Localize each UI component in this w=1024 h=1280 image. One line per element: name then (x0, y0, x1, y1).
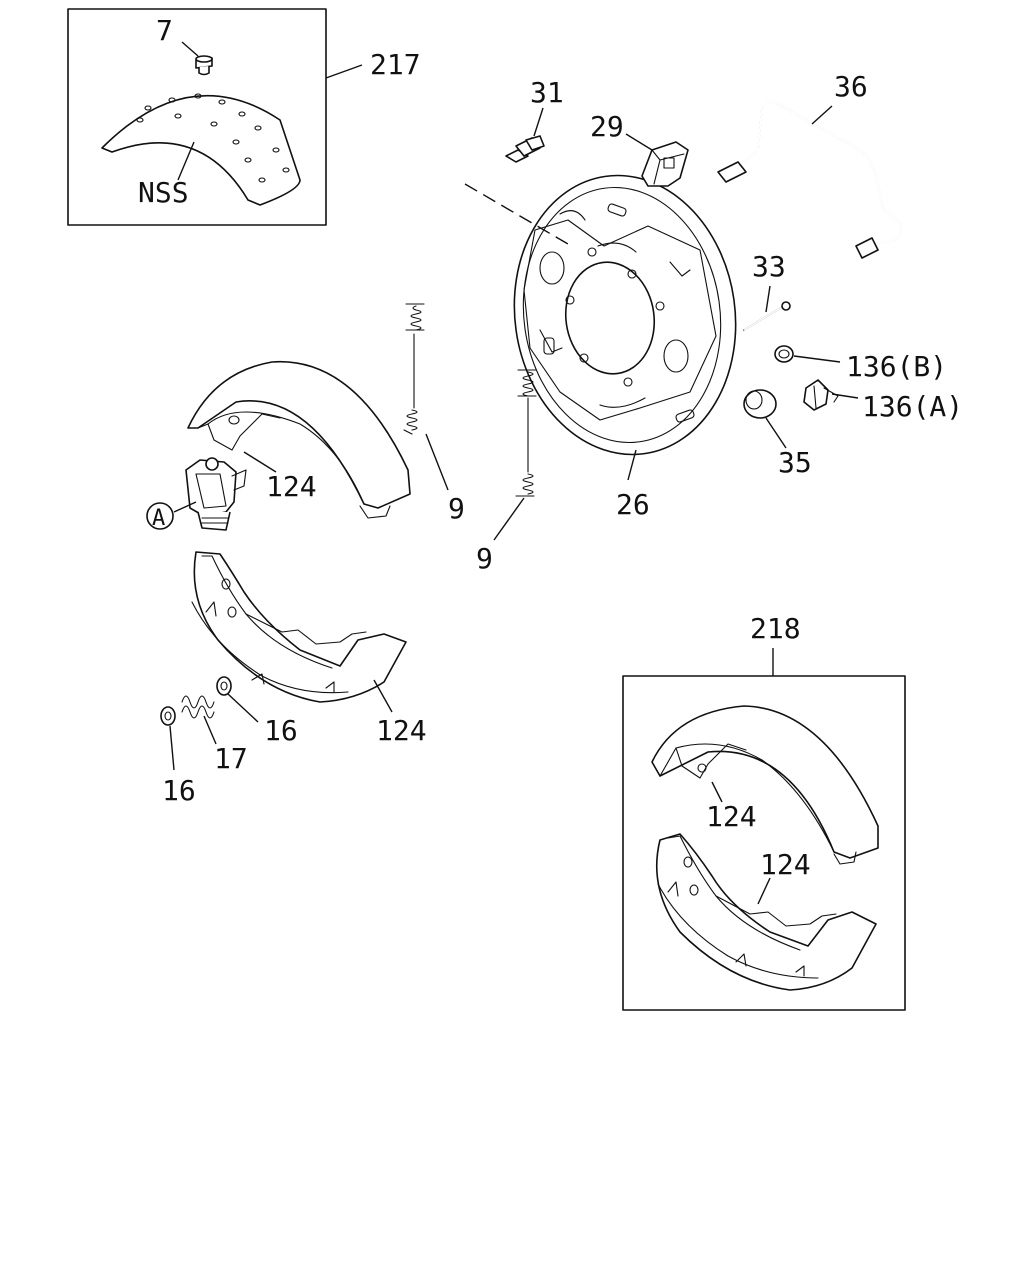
kit-shoe-lower (655, 833, 877, 991)
label-124-kit-lower: 124 (760, 848, 811, 881)
label-29: 29 (590, 110, 624, 143)
brake-shoe-124-upper (187, 360, 411, 519)
label-136a: 136(A) (862, 390, 963, 423)
washer-16-right (216, 676, 259, 723)
rivet-7 (181, 41, 213, 76)
label-26: 26 (616, 488, 650, 521)
label-31: 31 (530, 76, 564, 109)
plug-136b (774, 345, 841, 363)
bracket-29 (625, 133, 689, 187)
label-16-right: 16 (264, 714, 298, 747)
label-35: 35 (778, 446, 812, 479)
label-218: 218 (750, 612, 801, 645)
bleeder-bolt-31 (505, 107, 545, 163)
return-spring-9-upper (403, 303, 449, 491)
kit-shoe-upper (651, 705, 879, 865)
cap-35 (743, 389, 787, 449)
label-124-lower: 124 (376, 714, 427, 747)
label-33: 33 (752, 250, 786, 283)
label-7: 7 (156, 14, 173, 47)
label-124-kit-upper: 124 (706, 800, 757, 833)
hold-down-spring-17 (181, 695, 217, 745)
brake-shoe-124-lower (191, 551, 407, 713)
label-16-left: 16 (162, 774, 196, 807)
backing-plate-26 (513, 174, 737, 481)
pin-33 (743, 285, 791, 331)
brake-lining (101, 93, 301, 206)
washer-16-left (160, 706, 176, 771)
kit-218-box (622, 648, 906, 1011)
brake-pipe-36 (717, 100, 903, 259)
return-spring-9-lower (493, 369, 537, 541)
kit-217-box (67, 8, 363, 226)
label-9-lower: 9 (476, 542, 493, 575)
clip-136a (803, 379, 859, 411)
label-36: 36 (834, 70, 868, 103)
label-9-upper: 9 (448, 492, 465, 525)
label-217: 217 (370, 48, 421, 81)
label-124-upper: 124 (266, 470, 317, 503)
label-nss: NSS (138, 176, 189, 209)
label-17: 17 (214, 742, 248, 775)
wheel-cylinder (173, 457, 247, 531)
label-a: A (152, 506, 165, 531)
label-136b: 136(B) (846, 350, 947, 383)
reference-a-marker (146, 502, 174, 530)
